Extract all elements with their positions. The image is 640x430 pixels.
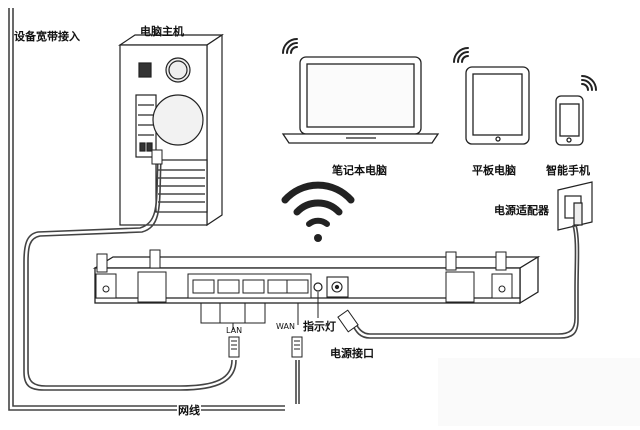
indicator-light-label: 指示灯: [303, 320, 336, 333]
smartphone-label: 智能手机: [546, 164, 590, 177]
power-adapter-label: 电源适配器: [494, 204, 549, 217]
port-bracket-lines: [200, 292, 319, 330]
power-port-label: 电源接口: [330, 347, 374, 360]
tablet-icon: [465, 66, 530, 145]
pc-host-label: 电脑主机: [140, 25, 184, 38]
pc-tower-icon: [118, 33, 224, 227]
lan-label: LAN: [226, 326, 243, 335]
lan-ports: [187, 273, 312, 299]
broadband-input-label: 设备宽带接入: [14, 30, 80, 43]
power-plug-icon: [337, 309, 359, 333]
network-cable-label: 网线: [177, 402, 201, 418]
pc-plug-icon: [151, 149, 163, 165]
laptop-icon: [281, 56, 440, 144]
lan-plug-icon: [228, 336, 240, 358]
wifi-dot: [314, 234, 322, 242]
bottom-right-patch: [438, 358, 640, 426]
wan-label: WAN: [276, 322, 295, 331]
tablet-label: 平板电脑: [472, 164, 516, 177]
wifi-signal-laptop-icon: [282, 38, 298, 54]
laptop-label: 笔记本电脑: [332, 164, 387, 177]
indicator-light-icon: [313, 282, 323, 292]
power-port-icon: [326, 276, 349, 298]
wifi-signal-phone-icon: [581, 75, 597, 91]
smartphone-icon: [555, 95, 584, 146]
router-antennas: [95, 249, 513, 303]
wan-plug-icon: [291, 336, 303, 358]
power-adapter-icon: [557, 181, 593, 231]
wifi-signal-tablet-icon: [453, 47, 469, 63]
wifi-symbol-icon: [281, 181, 355, 227]
